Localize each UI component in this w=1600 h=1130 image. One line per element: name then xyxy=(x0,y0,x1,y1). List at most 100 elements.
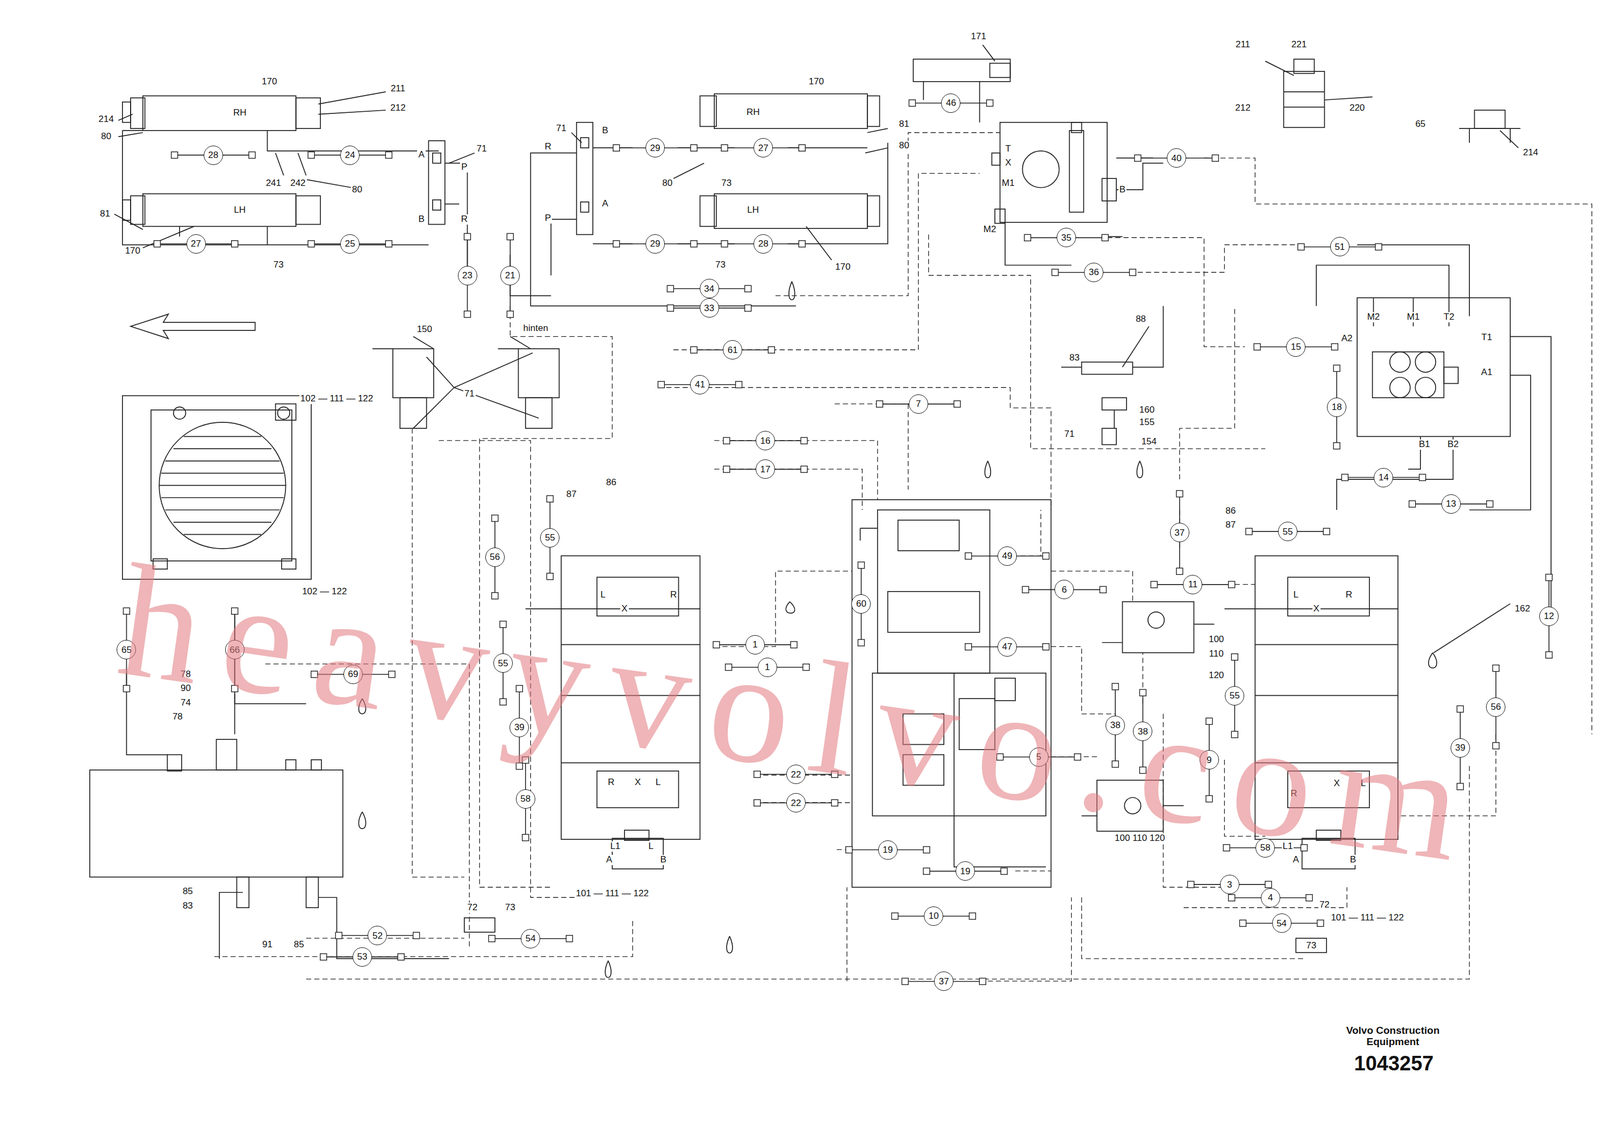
part-label: X xyxy=(1312,604,1321,615)
callout-number: 18 xyxy=(1331,402,1343,412)
drawing-part xyxy=(296,97,321,129)
drawing-part xyxy=(122,102,131,123)
callout-number: 1 xyxy=(752,640,758,650)
callout-number: 54 xyxy=(525,934,536,944)
hose-callout: 66 xyxy=(225,640,245,660)
hose-fitting xyxy=(965,643,972,651)
hose-fitting xyxy=(965,553,972,560)
drawing-part xyxy=(1071,122,1082,133)
drawing-part xyxy=(576,122,593,235)
hose-fitting xyxy=(1231,731,1238,738)
part-label: 81 xyxy=(98,209,112,220)
part-label: 170 xyxy=(124,246,142,257)
part-label: L1 xyxy=(608,841,622,852)
cylinder-group xyxy=(510,94,888,307)
drawing-part xyxy=(902,755,944,786)
hose-fitting xyxy=(397,953,405,961)
drawing-part xyxy=(1293,59,1315,74)
hose-loop xyxy=(358,281,1437,978)
part-label: A xyxy=(1292,855,1301,866)
hose-callout: 19 xyxy=(955,861,975,881)
part-label: X xyxy=(620,604,629,615)
callout-number: 12 xyxy=(1544,611,1555,621)
callout-number: 27 xyxy=(190,239,202,249)
hose-fitting xyxy=(1341,474,1348,482)
drawing-part xyxy=(1163,714,1225,888)
part-label: A2 xyxy=(1340,333,1354,344)
part-label: LH xyxy=(232,205,247,216)
hose-fitting xyxy=(123,685,130,693)
part-label: 110 xyxy=(1208,649,1225,660)
callout-number: 36 xyxy=(1088,267,1100,277)
hose-fitting xyxy=(657,381,665,389)
hose-fitting xyxy=(1206,795,1213,803)
hose-callout: 58 xyxy=(515,789,536,809)
callout-number: 9 xyxy=(1206,755,1212,765)
hose-fitting xyxy=(666,285,674,292)
callout-number: 38 xyxy=(1110,720,1121,730)
cylinder-group xyxy=(122,95,468,268)
hose-callout: 41 xyxy=(690,375,710,395)
drawing-part xyxy=(525,397,552,429)
callout-number: 28 xyxy=(207,150,219,160)
part-label: 78 xyxy=(171,712,184,723)
callout-number: 38 xyxy=(1137,727,1149,737)
hose-callout: 47 xyxy=(997,637,1017,657)
part-label: B2 xyxy=(1446,439,1460,450)
drawing-part xyxy=(1101,397,1127,411)
hose-fitting xyxy=(1134,154,1142,162)
hose-fitting xyxy=(1265,881,1272,888)
drawing-part xyxy=(1148,612,1165,629)
hose-callout: 58 xyxy=(1255,838,1275,858)
hose-callout: 17 xyxy=(755,459,776,479)
drawing-part xyxy=(167,755,182,772)
hose-callout: 56 xyxy=(1486,697,1506,717)
drawing-part xyxy=(984,461,991,478)
part-label: L xyxy=(599,590,607,601)
part-label: 100 xyxy=(1207,634,1225,645)
hose-fitting xyxy=(1409,500,1416,508)
callout-number: 11 xyxy=(1188,579,1198,590)
hose-callout: 69 xyxy=(343,664,363,685)
part-label: 170 xyxy=(807,76,825,88)
callout-number: 66 xyxy=(229,645,240,655)
callout-number: 40 xyxy=(1171,153,1182,163)
part-label: 73 xyxy=(1304,941,1318,952)
drawing-part xyxy=(989,63,1011,78)
hose-fitting xyxy=(721,144,728,152)
drawing-part xyxy=(142,194,297,227)
hose-fitting xyxy=(565,935,573,943)
detail-view xyxy=(1265,59,1521,143)
part-label: X xyxy=(1003,158,1013,169)
drawing-part xyxy=(432,199,441,211)
drawing-part xyxy=(592,142,888,245)
hose-fitting xyxy=(613,240,620,248)
drawing-part xyxy=(1234,584,1255,585)
hose-fitting xyxy=(1211,154,1219,162)
callout-number: 4 xyxy=(1267,893,1273,903)
hose-fitting xyxy=(901,978,909,985)
drawing-part xyxy=(775,132,1001,297)
callout-number: 22 xyxy=(790,798,801,808)
control-valve-block xyxy=(851,499,1051,888)
hose-fitting xyxy=(231,240,239,248)
drawing-part xyxy=(432,153,441,164)
drawing-part xyxy=(122,395,312,580)
hose-fitting xyxy=(798,144,806,152)
hose-fitting xyxy=(1228,581,1236,588)
hose-fitting xyxy=(231,607,239,615)
callout-number: 33 xyxy=(704,303,715,313)
hose-fitting xyxy=(515,763,523,770)
drawing-part xyxy=(1101,178,1117,202)
part-label: 154 xyxy=(1140,436,1158,448)
drawing-part xyxy=(89,770,343,878)
hose-fitting xyxy=(1375,243,1382,250)
drawing-part xyxy=(1316,830,1341,841)
hose-callout: 60 xyxy=(851,594,871,614)
drawing-part xyxy=(658,387,1052,511)
drawing-part xyxy=(785,601,795,614)
drawing-part xyxy=(561,555,700,840)
drawing-part xyxy=(714,571,852,647)
part-label: X xyxy=(633,777,642,788)
